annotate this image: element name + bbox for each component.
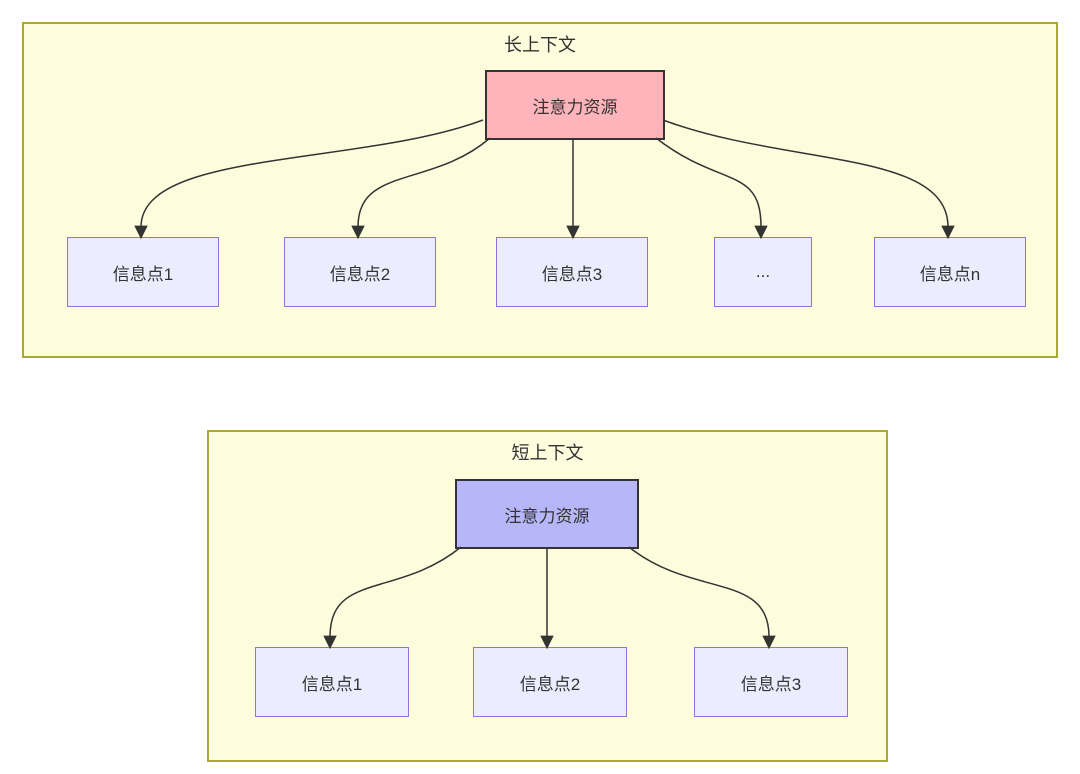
short-context-container: 短上下文 注意力资源 信息点1 信息点2 信息点3 bbox=[207, 430, 888, 762]
info-node-long-1: 信息点1 bbox=[67, 237, 219, 307]
info-node-long-3: 信息点3 bbox=[496, 237, 648, 307]
long-context-title: 长上下文 bbox=[504, 35, 576, 55]
short-context-title: 短上下文 bbox=[511, 443, 584, 463]
info-node-long-ellipsis: ... bbox=[714, 237, 812, 307]
info-node-long-n: 信息点n bbox=[874, 237, 1026, 307]
info-node-long-2: 信息点2 bbox=[284, 237, 436, 307]
info-node-short-2: 信息点2 bbox=[473, 647, 627, 717]
attention-resource-box-short: 注意力资源 bbox=[455, 479, 639, 549]
info-node-short-3: 信息点3 bbox=[694, 647, 848, 717]
long-context-container: 长上下文 注意力资源 信息点1 信息点2 信息点3 ... 信息点n bbox=[22, 22, 1058, 358]
attention-resource-box-long: 注意力资源 bbox=[485, 70, 665, 140]
info-node-short-1: 信息点1 bbox=[255, 647, 409, 717]
